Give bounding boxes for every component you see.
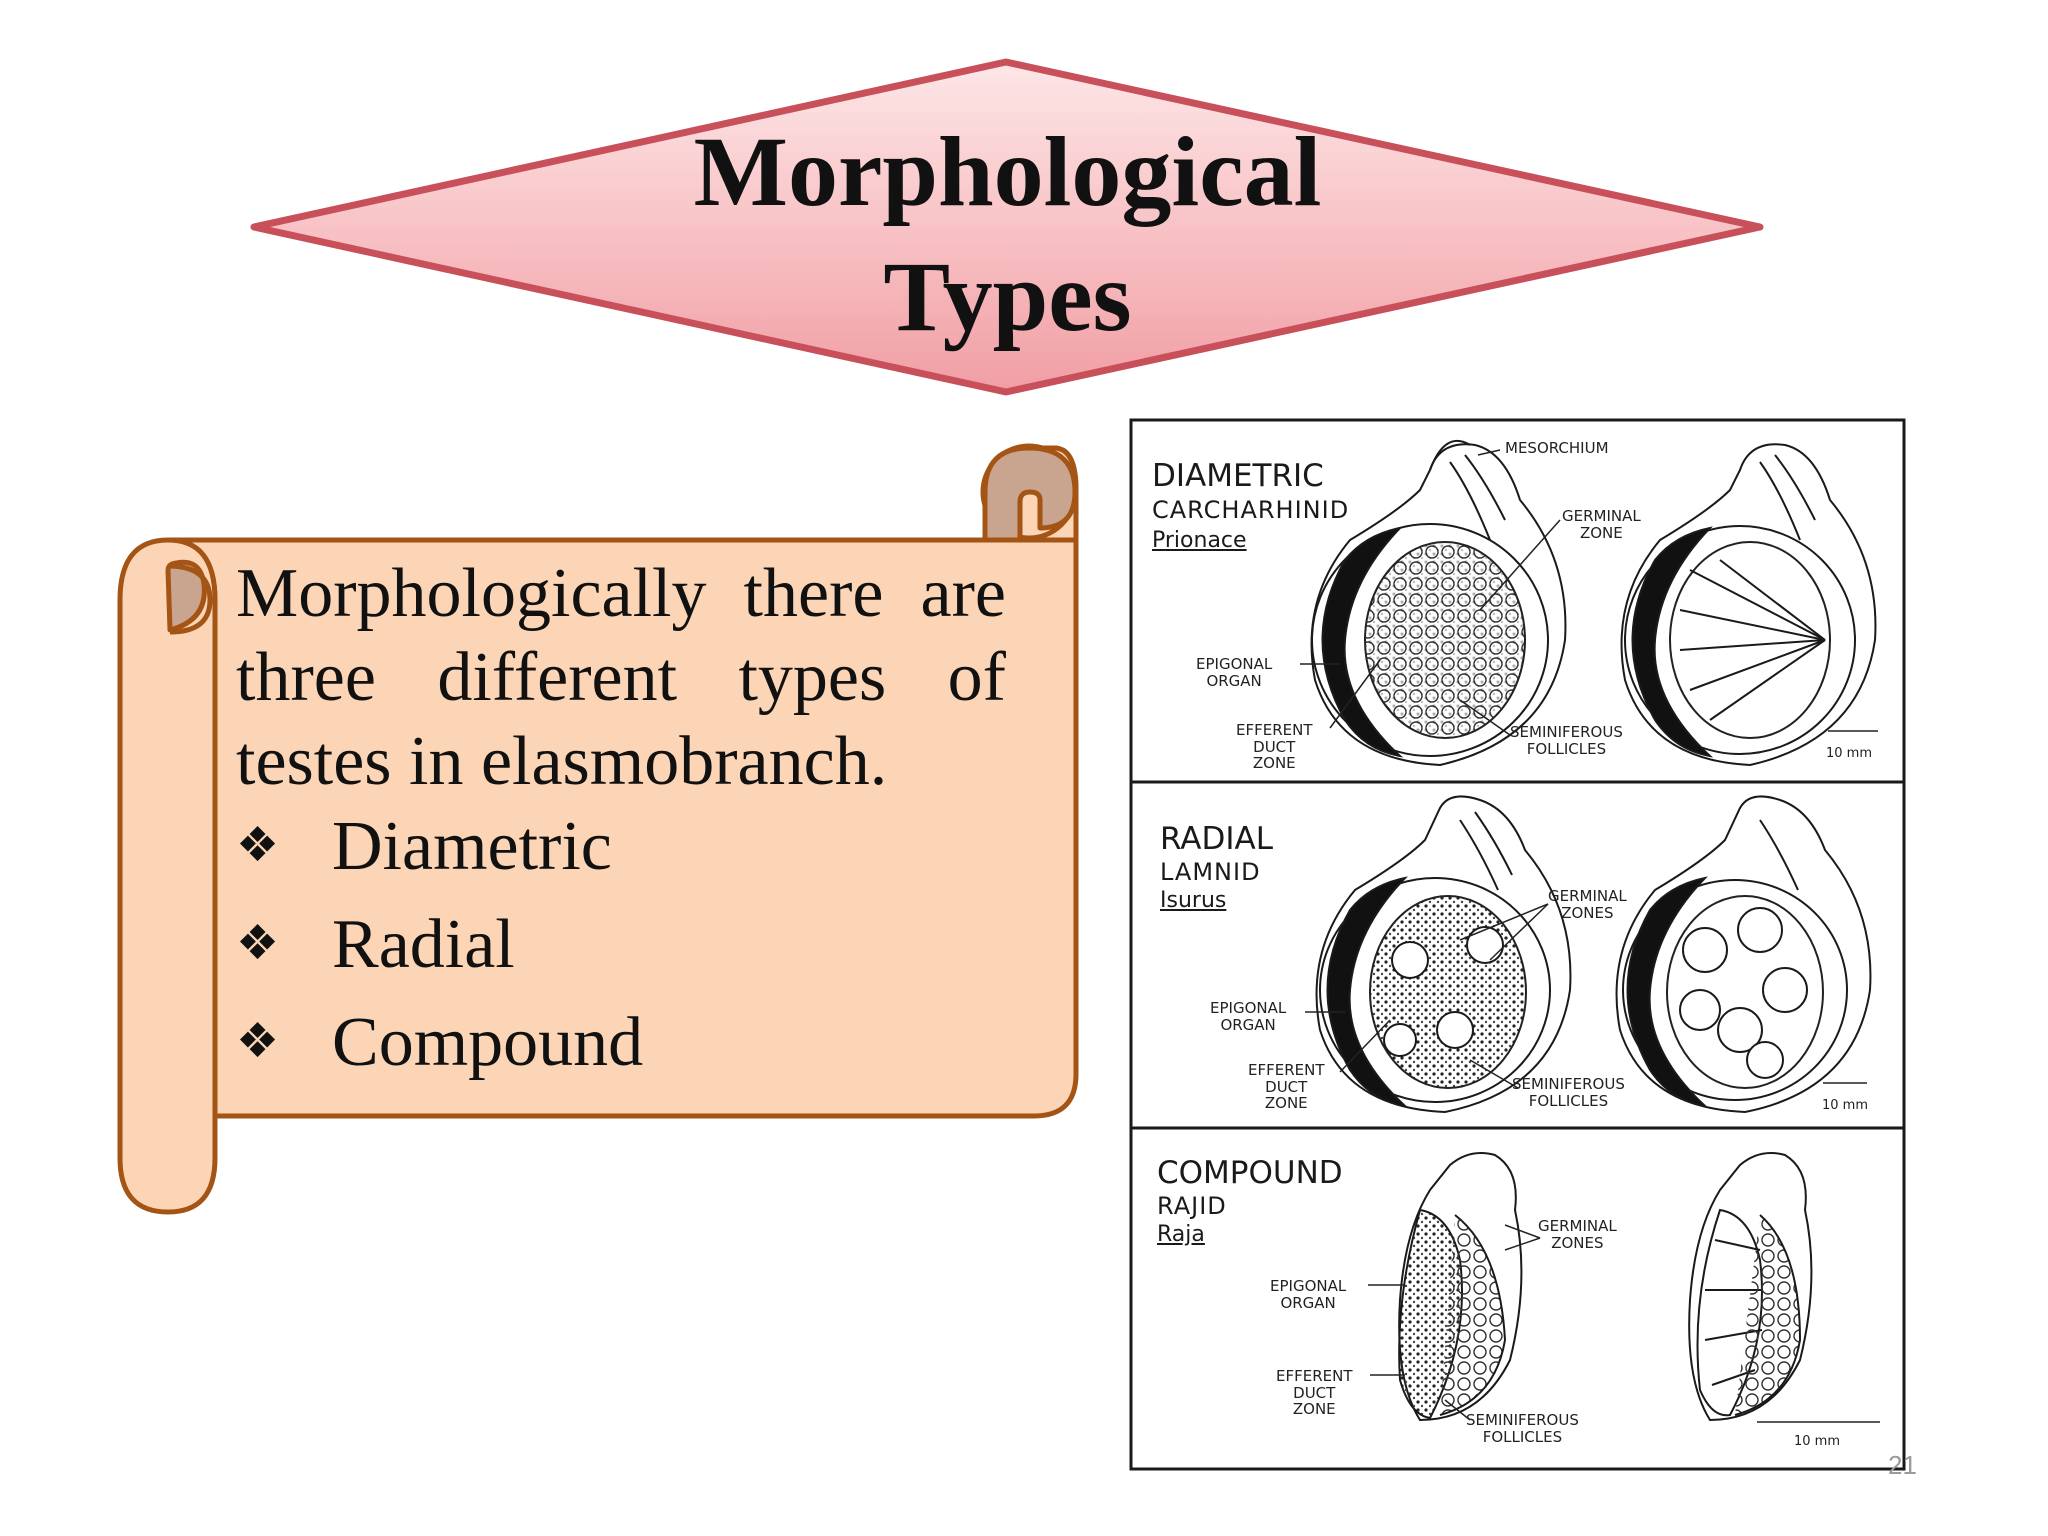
page-number: 21: [1888, 1450, 1917, 1480]
diametric-illustration: [1310, 439, 1567, 767]
panel-title-radial: RADIAL: [1160, 821, 1273, 857]
panel-subtitle-carcharhinid: CARCHARHINID: [1152, 496, 1350, 524]
bullet-diamond-icon: ❖: [236, 1013, 280, 1069]
panel-subtitle-rajid: RAJID: [1157, 1192, 1227, 1220]
compound-leader-lines: [1368, 1224, 1880, 1423]
diametric-illustration-2: [1620, 443, 1877, 767]
label-efferent-duct-zone: EFFERENT DUCT ZONE: [1248, 1061, 1325, 1112]
label-germinal-zones: GERMINAL ZONES: [1548, 887, 1627, 922]
panel-title-diametric: DIAMETRIC: [1152, 458, 1324, 494]
panel-title-compound: COMPOUND: [1157, 1155, 1343, 1191]
title-line-1: Morphological: [693, 116, 1322, 227]
bullet-label: Diametric: [332, 808, 612, 885]
bullet-item-compound: ❖Compound: [236, 1008, 643, 1078]
label-epigonal-organ: EPIGONAL ORGAN: [1210, 999, 1287, 1034]
scroll-shape: [117, 443, 1079, 1215]
bullet-diamond-icon: ❖: [236, 915, 280, 971]
label-efferent-duct-zone: EFFERENT DUCT ZONE: [1236, 721, 1313, 772]
label-seminiferous-follicles: SEMINIFEROUS FOLLICLES: [1510, 723, 1623, 758]
radial-leader-lines: [1305, 903, 1867, 1089]
label-epigonal-organ: EPIGONAL ORGAN: [1196, 655, 1273, 690]
bullet-item-radial: ❖Radial: [236, 910, 515, 980]
intro-paragraph: Morphologically there are three differen…: [236, 555, 1006, 800]
bullet-label: Radial: [332, 906, 515, 983]
panel-genus-raja: Raja: [1157, 1222, 1205, 1247]
scale-bar-label: 10 mm: [1794, 1434, 1841, 1449]
compound-illustration: [1398, 1152, 1523, 1422]
label-germinal-zone: GERMINAL ZONE: [1562, 507, 1641, 542]
label-seminiferous-follicles: SEMINIFEROUS FOLLICLES: [1512, 1075, 1625, 1110]
scale-bar-label: 10 mm: [1826, 746, 1873, 761]
title-line-2: Types: [883, 241, 1132, 352]
panel-subtitle-lamnid: LAMNID: [1160, 858, 1261, 886]
scale-bar-label: 10 mm: [1822, 1098, 1869, 1113]
label-epigonal-organ: EPIGONAL ORGAN: [1270, 1277, 1347, 1312]
bullet-item-diametric: ❖Diametric: [236, 812, 612, 882]
radial-illustration-2: [1615, 795, 1872, 1114]
label-mesorchium: MESORCHIUM: [1505, 439, 1609, 457]
diamond-shape: [250, 58, 1764, 396]
radial-illustration: [1315, 795, 1572, 1114]
panel-genus-isurus: Isurus: [1160, 888, 1227, 913]
bullet-diamond-icon: ❖: [236, 817, 280, 873]
panel-genus-prionace: Prionace: [1152, 528, 1247, 553]
diametric-leader-lines: [1300, 449, 1878, 736]
bullet-label: Compound: [332, 1004, 644, 1081]
compound-illustration-2: [1688, 1152, 1813, 1422]
label-efferent-duct-zone: EFFERENT DUCT ZONE: [1276, 1367, 1353, 1418]
label-germinal-zones: GERMINAL ZONES: [1538, 1217, 1617, 1252]
label-seminiferous-follicles: SEMINIFEROUS FOLLICLES: [1466, 1411, 1579, 1446]
